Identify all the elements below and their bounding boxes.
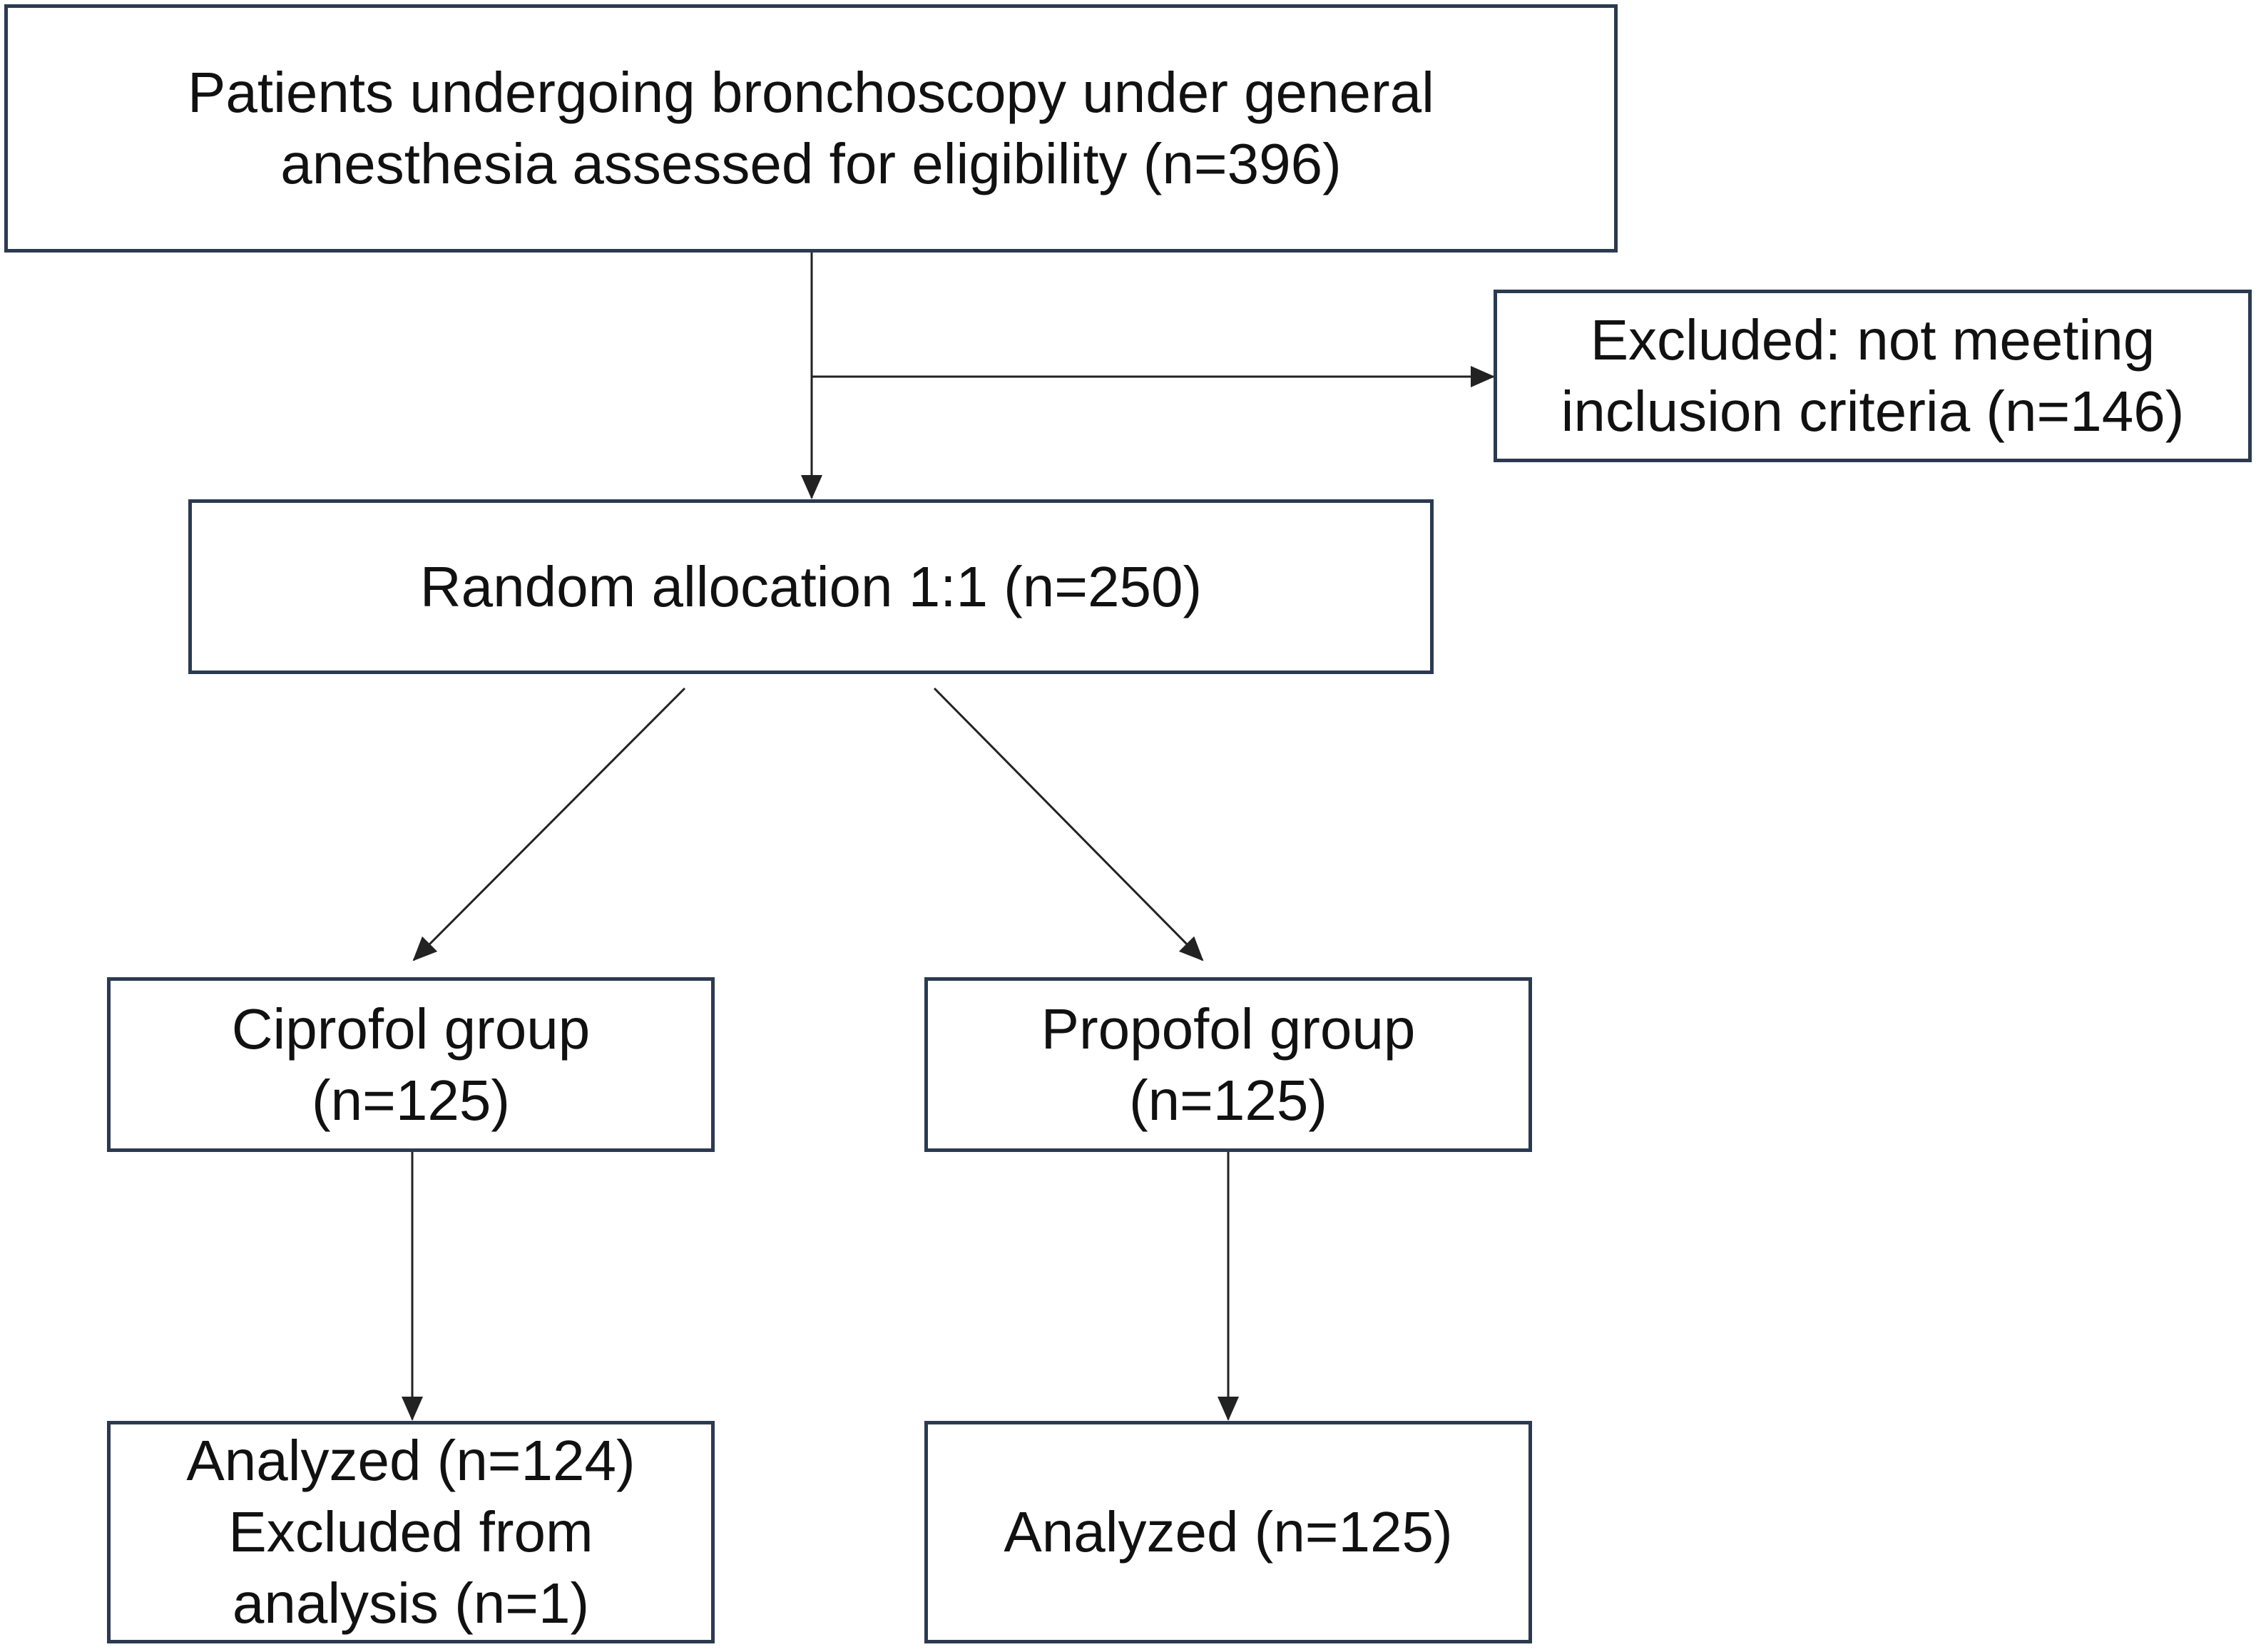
arrow-randomized-to-ciprofol [412, 687, 686, 962]
ciprofol-analyzed-line-1: Analyzed (n=124) [186, 1429, 636, 1492]
propofol-analyzed-line-1: Analyzed (n=125) [1004, 1500, 1453, 1564]
ciprofol-excluded-line-2: Excluded from [228, 1500, 593, 1564]
ciprofol-group-line-1: Ciprofol group [231, 996, 591, 1061]
excluded-line-2: inclusion criteria (n=146) [1561, 379, 2185, 443]
propofol-group-line-1: Propofol group [1041, 996, 1416, 1061]
propofol-analyzed-box: Analyzed (n=125) [924, 1421, 1532, 1643]
excluded-line-1: Excluded: not meeting [1590, 308, 2155, 372]
randomized-box: Random allocation 1:1 (n=250) [188, 499, 1434, 674]
assessed-box: Patients undergoing bronchoscopy under g… [4, 4, 1618, 253]
propofol-group-line-2: (n=125) [1129, 1068, 1327, 1132]
randomized-line-1: Random allocation 1:1 (n=250) [419, 554, 1203, 618]
assessed-line-2: anesthesia assessed for eligibility (n=3… [280, 132, 1342, 195]
excluded-box: Excluded: not meeting inclusion criteria… [1494, 290, 2252, 462]
arrow-randomized-to-propofol [933, 687, 1204, 962]
ciprofol-excluded-line-3: analysis (n=1) [232, 1571, 590, 1635]
ciprofol-group-box: Ciprofol group (n=125) [107, 977, 715, 1152]
ciprofol-analyzed-box: Analyzed (n=124) Excluded from analysis … [107, 1421, 715, 1643]
propofol-group-box: Propofol group (n=125) [924, 977, 1532, 1152]
assessed-line-1: Patients undergoing bronchoscopy under g… [188, 61, 1434, 124]
ciprofol-group-line-2: (n=125) [312, 1068, 510, 1132]
